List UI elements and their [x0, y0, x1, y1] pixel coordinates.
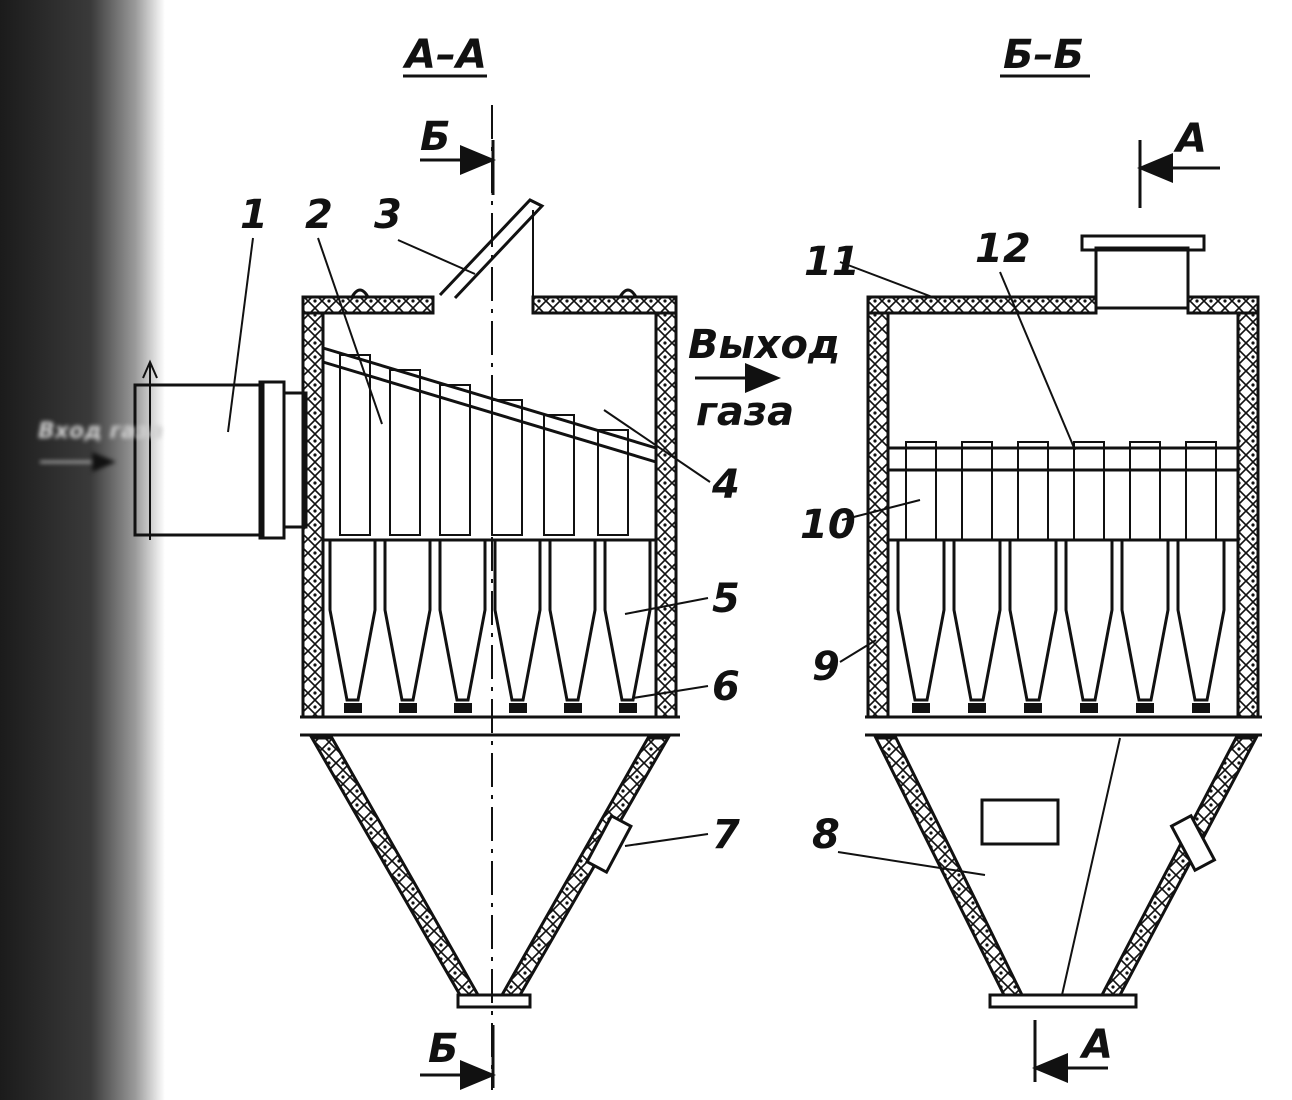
section-b-b-view: Б–Б	[800, 32, 1262, 1083]
cut-mark-a-bottom: А	[1079, 1022, 1113, 1068]
callout-8: 8	[812, 812, 840, 858]
callout-9: 9	[812, 644, 840, 690]
section-title-b-b: Б–Б	[1003, 32, 1084, 78]
callout-2: 2	[305, 192, 333, 238]
callout-3: 3	[374, 192, 402, 238]
callout-11: 11	[804, 239, 860, 285]
callout-12: 12	[975, 226, 1031, 272]
callout-1: 1	[240, 192, 268, 238]
cut-mark-b-top: Б	[420, 114, 451, 160]
callout-7: 7	[712, 812, 740, 858]
section-title-a-a: А–А	[402, 32, 487, 78]
cut-mark-a-top: А	[1173, 116, 1207, 162]
gas-outlet-label-1: Выход	[688, 322, 840, 368]
cut-mark-b-bottom: Б	[428, 1026, 459, 1072]
callout-10: 10	[800, 502, 856, 548]
scan-shadow	[0, 0, 165, 1100]
gas-inlet-label: Вход газа	[38, 419, 163, 444]
callout-5: 5	[712, 576, 740, 622]
section-a-a-view: А–А	[38, 32, 840, 1090]
callout-4: 4	[711, 462, 740, 508]
gas-outlet-label-2: газа	[696, 389, 794, 435]
callout-6: 6	[712, 664, 740, 710]
